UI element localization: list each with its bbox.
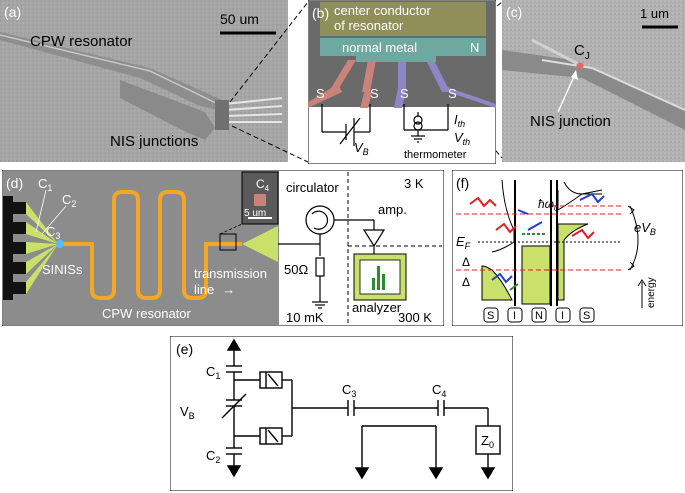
- panel-b-label: (b): [312, 5, 329, 21]
- ef-label: EF: [456, 234, 471, 251]
- nis-label: NIS junction: [530, 113, 611, 130]
- inset-scale-label: 5 um: [244, 208, 266, 219]
- transmission-label: transmission: [194, 266, 267, 281]
- panel-e: (e) C1 VB C2 C3 C4 Z0: [170, 336, 513, 491]
- layer-s-right: S: [583, 310, 590, 322]
- t3k-label: 3 K: [404, 176, 424, 191]
- panel-f: (f) ħω0 eVB EF Δ Δ energy S I N I S: [452, 170, 683, 326]
- c4-label: C4: [256, 177, 270, 193]
- panel-f-label: (f): [456, 175, 469, 191]
- sem-background: [0, 0, 288, 162]
- z0-label: Z0: [481, 433, 494, 450]
- normal-metal-bar: [320, 38, 486, 56]
- bias-circuit: [321, 104, 371, 146]
- readout-circuit: [278, 205, 386, 309]
- scale-label: 1 um: [640, 6, 669, 21]
- inset-marker: [219, 233, 237, 251]
- s-label-1: S: [316, 86, 325, 101]
- panel-e-label: (e): [176, 341, 193, 357]
- n-label: N: [470, 40, 479, 55]
- panel-b: center conductor of resonator normal met…: [308, 0, 496, 164]
- layer-labels: S I N I S: [483, 307, 595, 323]
- panel-c: (c) 1 um CJ NIS junction: [502, 0, 685, 162]
- pointer-arrow: [557, 71, 577, 113]
- vb-label: VB: [354, 140, 369, 157]
- transmission-line-taper: [242, 226, 278, 262]
- layer-i-left: I: [513, 310, 516, 322]
- resonator-label: CPW resonator: [30, 33, 133, 50]
- ith-label: Ith: [454, 112, 465, 129]
- amp-label: amp.: [378, 202, 407, 217]
- r50-label: 50Ω: [284, 262, 308, 277]
- s-label-2: S: [370, 86, 379, 101]
- delta-label-2: Δ: [462, 275, 470, 289]
- junction-dot: [576, 62, 584, 70]
- line-label: line→: [194, 282, 235, 297]
- hw-label: ħω0: [538, 197, 559, 213]
- red-leads: [308, 60, 376, 108]
- junctions-label: NIS junctions: [110, 133, 198, 150]
- panel-d-label: (d): [6, 175, 23, 191]
- layer-s-left: S: [487, 310, 494, 322]
- sinis-leads: [26, 202, 58, 294]
- center-conductor-text: center conductor: [334, 3, 432, 18]
- center-conductor-text-2: of resonator: [334, 18, 404, 33]
- panel-a-label: (a): [4, 4, 21, 20]
- delta-label-1: Δ: [462, 255, 470, 269]
- gap-edges: [456, 205, 622, 271]
- center-conductor: [320, 2, 486, 36]
- resonator-strip: [0, 32, 228, 112]
- c4-label: C4: [432, 382, 446, 399]
- junction-leads: [224, 97, 283, 123]
- normal-metal-text: normal metal: [342, 40, 417, 55]
- sinis-band-diagram: [481, 179, 603, 306]
- s-label-4: S: [448, 86, 457, 101]
- cj-label: CJ: [574, 42, 590, 62]
- circulator-label: circulator: [286, 180, 339, 195]
- t10mk-label: 10 mK: [286, 310, 324, 325]
- scale-label: 50 um: [220, 11, 259, 27]
- panel-a: (a) 50 um CPW resonator NIS junctions: [0, 0, 288, 162]
- c3-label: C3: [342, 382, 356, 399]
- photon-arrows: [469, 192, 605, 291]
- vb-label: VB: [180, 404, 195, 421]
- c1-label: C1: [38, 176, 52, 193]
- sem-background: [3, 171, 279, 325]
- thermometer-label: thermometer: [404, 149, 467, 161]
- contact-pads: [3, 196, 26, 300]
- analyzer-peak-icon: [372, 266, 385, 290]
- cpw-resonator-meander: [62, 190, 242, 300]
- ev-label: eVB: [634, 220, 656, 237]
- resonator-label: CPW resonator: [102, 306, 192, 321]
- c3-dot: [56, 240, 64, 248]
- blue-leads: [394, 60, 496, 108]
- c2-label: C2: [206, 448, 220, 465]
- s-label-3: S: [400, 86, 409, 101]
- c2-label: C2: [62, 192, 76, 209]
- panel-d: C4 5 um (d) C1 C2 C3 SINISs CPW resonato…: [2, 170, 444, 326]
- panel-c-label: (c): [506, 4, 522, 20]
- analyzer-label: analyzer: [352, 300, 402, 315]
- energy-label: energy: [646, 277, 657, 308]
- sinis-label: SINISs: [42, 262, 83, 277]
- equivalent-circuit: [221, 338, 501, 480]
- c1-label: C1: [206, 364, 220, 381]
- vth-label: Vth: [454, 130, 470, 147]
- layer-n: N: [535, 310, 543, 322]
- t300k-label: 300 K: [398, 310, 432, 325]
- layer-i-right: I: [561, 310, 564, 322]
- thermometer-circuit: [403, 104, 449, 143]
- c3-label: C3: [46, 224, 60, 241]
